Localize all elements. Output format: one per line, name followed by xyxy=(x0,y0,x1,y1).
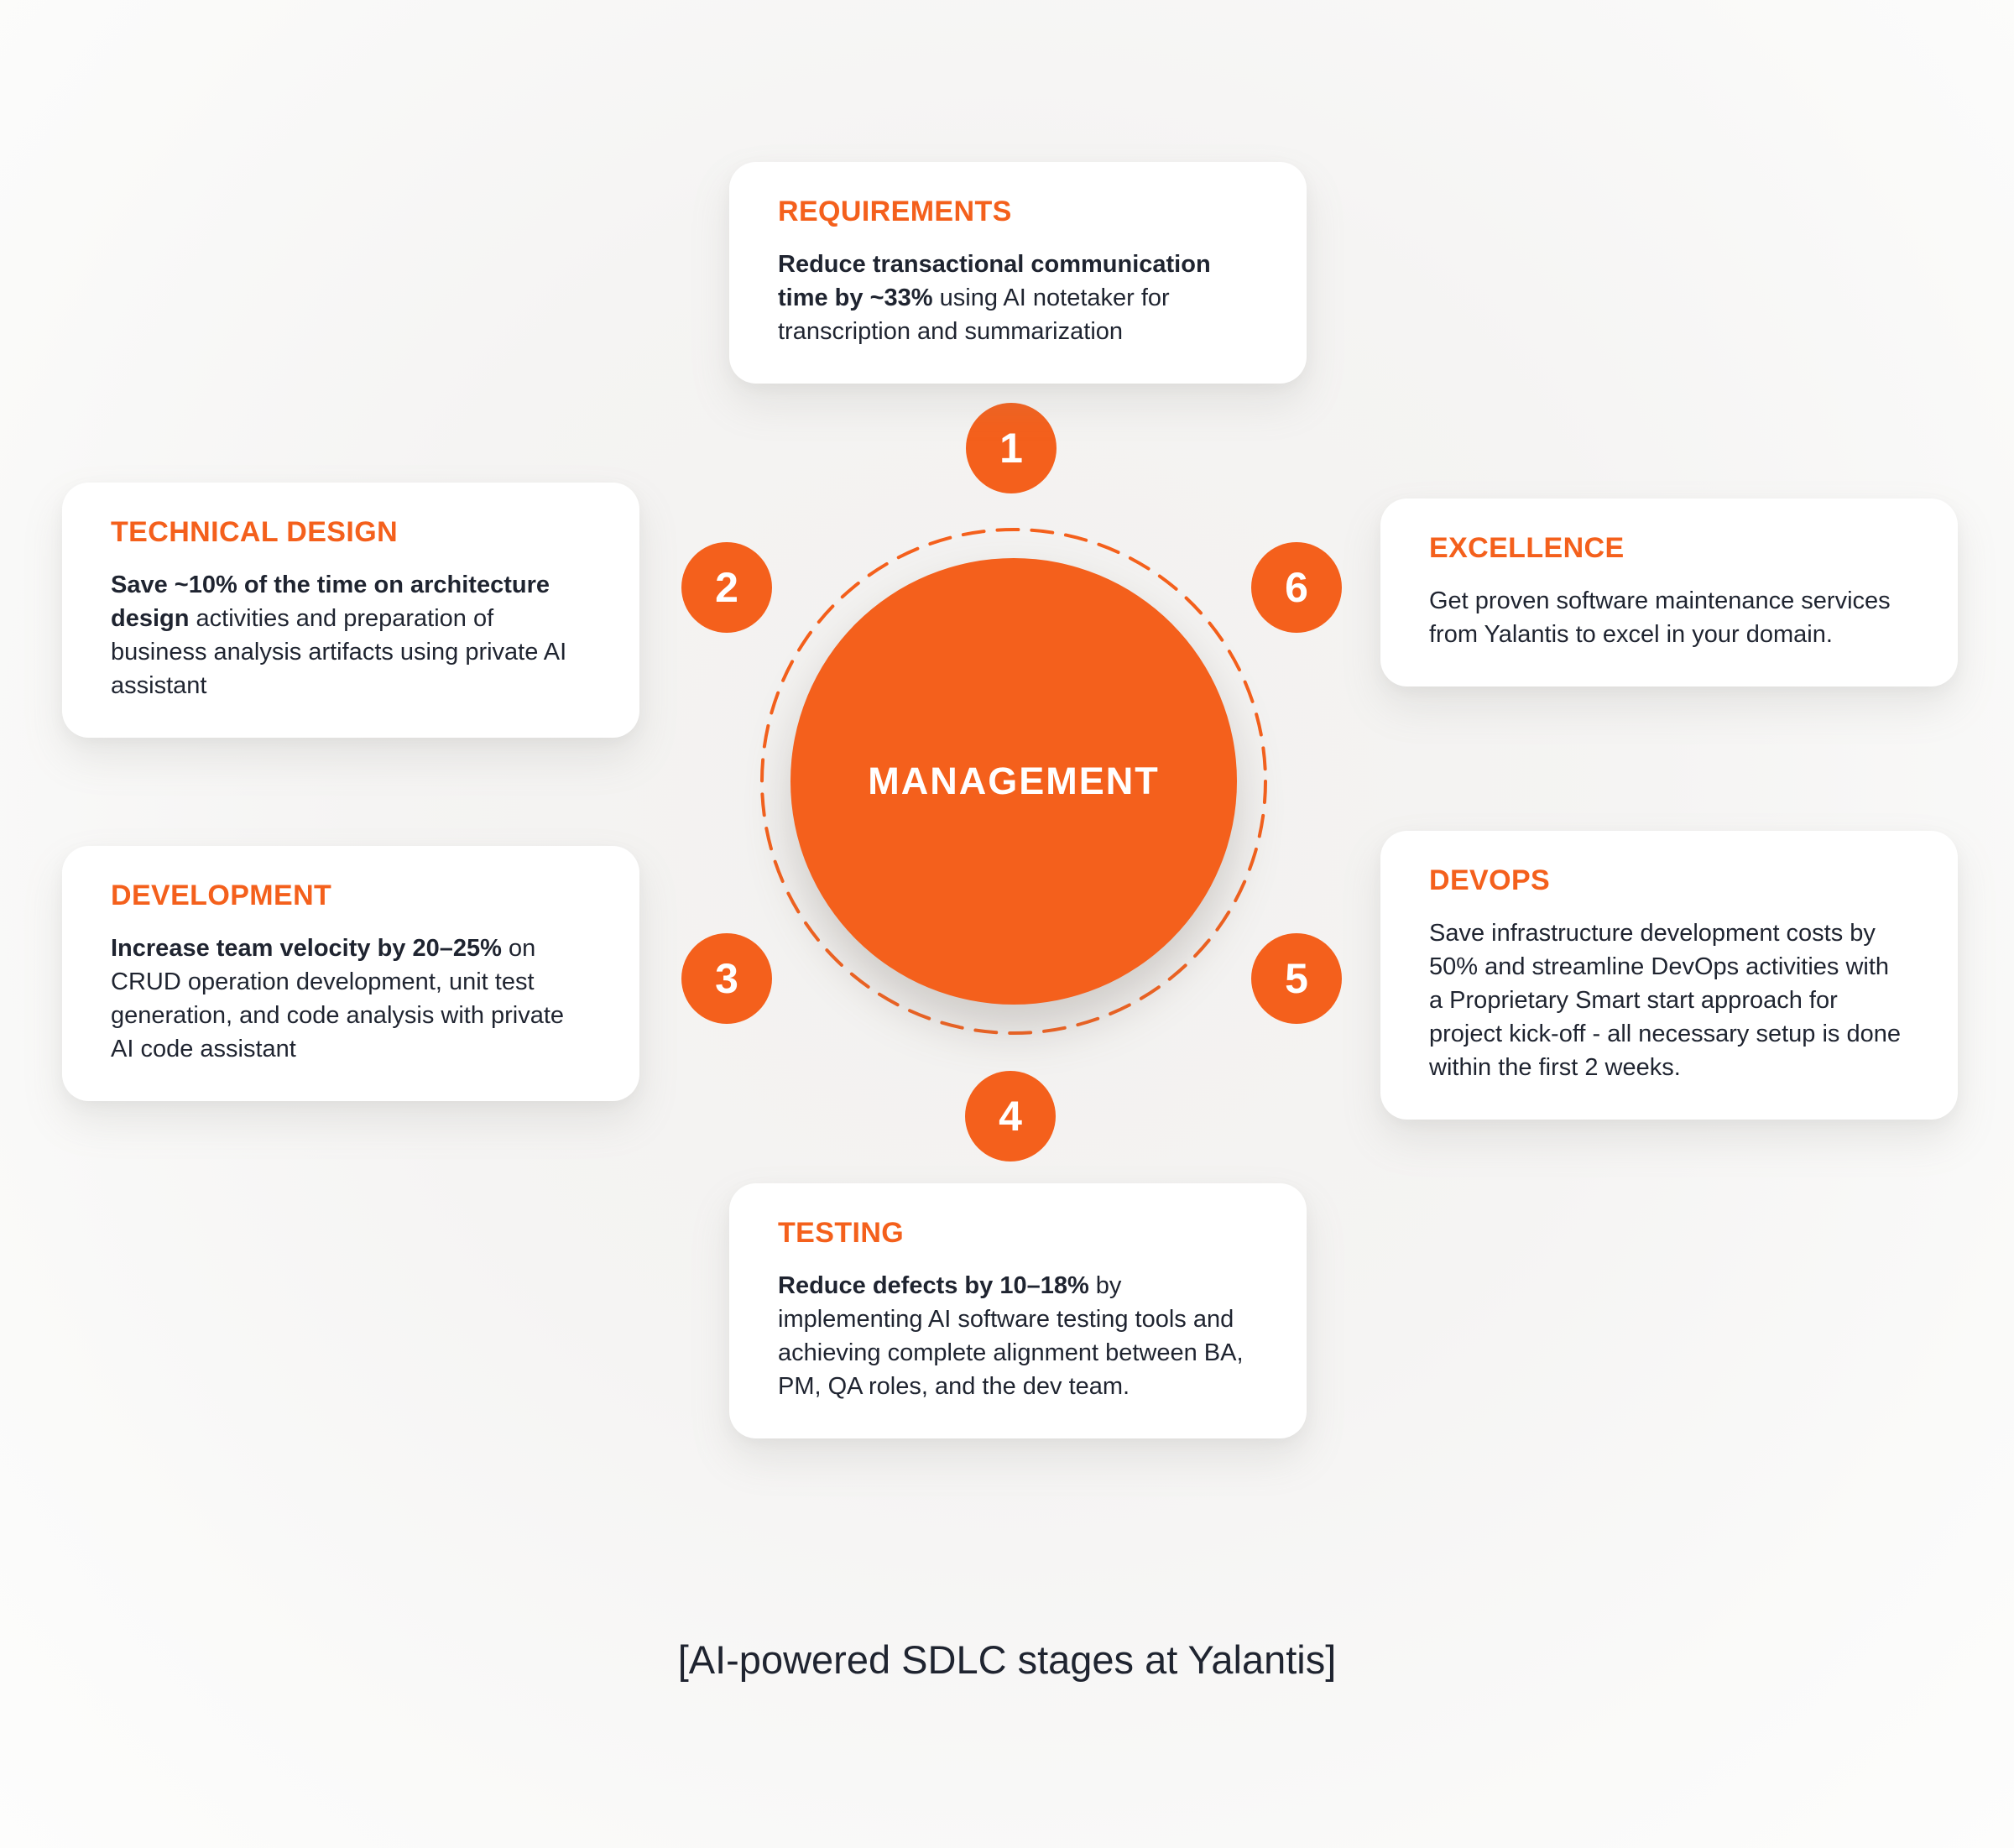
stage-card-excellence-text: Get proven software maintenance services… xyxy=(1429,587,1891,648)
stage-badge-2: 2 xyxy=(681,542,772,633)
stage-card-technical-design-highlight: Save ~10% of the time on architecture de… xyxy=(111,572,550,632)
stage-badge-5: 5 xyxy=(1251,933,1342,1024)
stage-badge-5-number: 5 xyxy=(1285,955,1308,1002)
stage-card-requirements-highlight: Reduce transactional communication time … xyxy=(778,251,1211,311)
stage-card-technical-design-title: TECHNICAL DESIGN xyxy=(111,516,399,548)
stage-card-devops-body: Save infrastructure development costs by… xyxy=(1429,916,1909,1084)
stage-card-development: DEVELOPMENT Increase team velocity by 20… xyxy=(62,846,639,1101)
stage-badge-1-number: 1 xyxy=(999,425,1023,472)
stage-card-testing-highlight: Reduce defects by 10–18% xyxy=(778,1272,1089,1299)
stage-card-testing-title: TESTING xyxy=(778,1217,905,1249)
stage-card-requirements-body: Reduce transactional communication time … xyxy=(778,248,1258,348)
stage-card-testing: TESTING Reduce defects by 10–18% by impl… xyxy=(729,1183,1307,1438)
stage-card-excellence-title: EXCELLENCE xyxy=(1429,532,1625,564)
stage-badge-1: 1 xyxy=(966,403,1057,493)
stage-card-technical-design: TECHNICAL DESIGN Save ~10% of the time o… xyxy=(62,483,639,738)
stage-card-technical-design-text: activities and preparation of business a… xyxy=(111,605,567,699)
dashed-ring xyxy=(760,528,1267,1035)
stage-badge-3-number: 3 xyxy=(715,955,738,1002)
stage-card-development-body: Increase team velocity by 20–25% on CRUD… xyxy=(111,932,591,1066)
stage-card-technical-design-body: Save ~10% of the time on architecture de… xyxy=(111,568,591,702)
stage-card-requirements: REQUIREMENTS Reduce transactional commun… xyxy=(729,162,1307,384)
stage-badge-4: 4 xyxy=(965,1071,1056,1162)
stage-badge-3: 3 xyxy=(681,933,772,1024)
stage-card-requirements-title: REQUIREMENTS xyxy=(778,196,1012,227)
diagram-caption: [AI-powered SDLC stages at Yalantis] xyxy=(677,1637,1337,1682)
stage-card-devops-title: DEVOPS xyxy=(1429,864,1551,896)
stage-card-devops: DEVOPS Save infrastructure development c… xyxy=(1380,831,1958,1120)
stage-card-testing-body: Reduce defects by 10–18% by implementing… xyxy=(778,1269,1258,1403)
stage-card-development-text: on CRUD operation development, unit test… xyxy=(111,935,565,1062)
management-hub-label: MANAGEMENT xyxy=(868,760,1160,802)
stage-badge-4-number: 4 xyxy=(999,1093,1022,1140)
stage-badge-2-number: 2 xyxy=(715,564,738,611)
stage-card-requirements-text: using AI notetaker for transcription and… xyxy=(778,285,1170,345)
stage-card-development-title: DEVELOPMENT xyxy=(111,880,332,911)
management-hub: MANAGEMENT xyxy=(790,558,1237,1005)
stage-card-devops-text: Save infrastructure development costs by… xyxy=(1429,920,1902,1081)
stage-badge-6: 6 xyxy=(1251,542,1342,633)
stage-card-development-highlight: Increase team velocity by 20–25% xyxy=(111,935,502,962)
stage-card-excellence: EXCELLENCE Get proven software maintenan… xyxy=(1380,499,1958,686)
stage-card-testing-text: by implementing AI software testing tool… xyxy=(778,1272,1244,1400)
stage-badge-6-number: 6 xyxy=(1285,564,1308,611)
stage-card-excellence-body: Get proven software maintenance services… xyxy=(1429,584,1909,651)
